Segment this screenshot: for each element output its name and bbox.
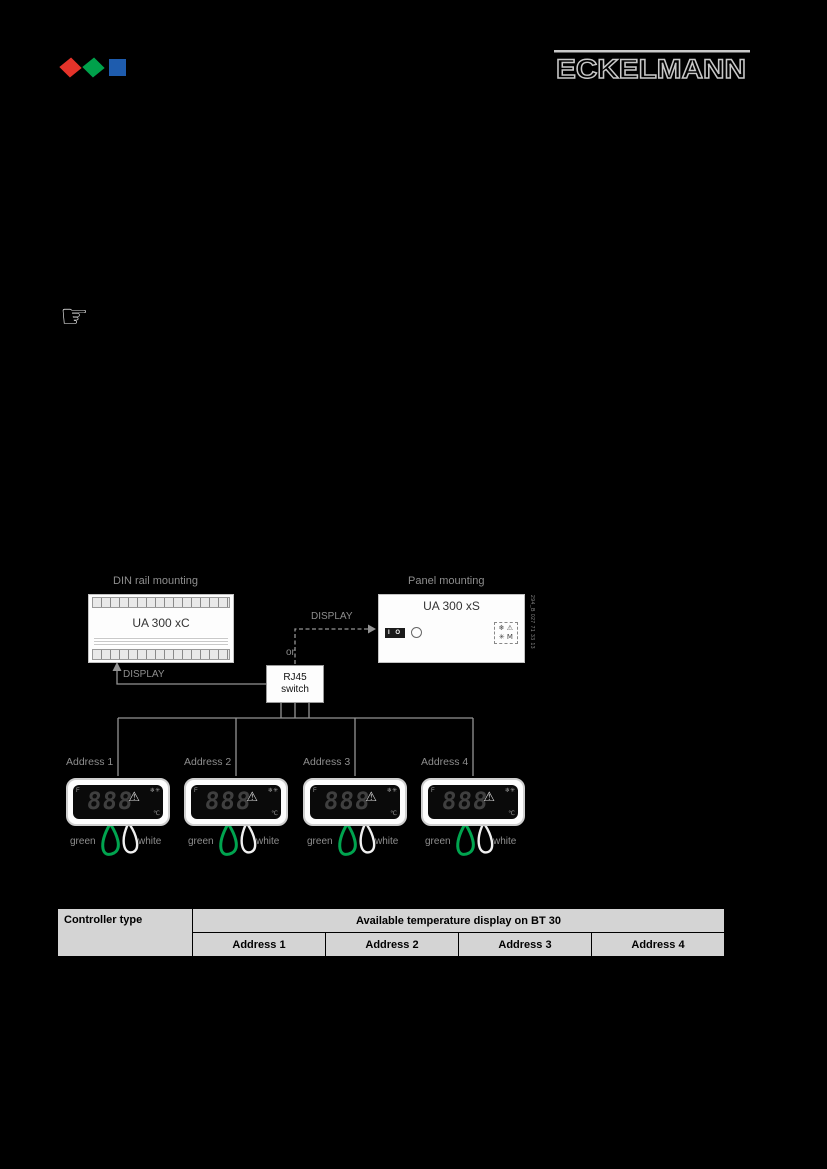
switch-drop-lines <box>280 703 310 718</box>
cable-pair-4 <box>456 822 494 856</box>
status-icon-group: ❄ ⚠ ✳ M <box>493 622 518 644</box>
logo-blue-square <box>109 59 126 76</box>
warning-triangle-icon: ⚠ <box>128 790 140 805</box>
display-label-left: DISPLAY <box>123 669 165 680</box>
status-icons-top: ❄✳ <box>149 787 160 794</box>
cable-label-white: white <box>256 836 280 847</box>
rj45-switch-line1: RJ45 <box>283 671 307 683</box>
cable-label-green: green <box>70 836 96 847</box>
bt30-availability-table: Controller type Available temperature di… <box>57 908 725 957</box>
vent-slats <box>94 637 228 647</box>
table-main-header: Available temperature display on BT 30 <box>192 908 725 933</box>
address-label-4: Address 4 <box>421 756 469 768</box>
cable-label-white: white <box>375 836 399 847</box>
panel-mounting-label: Panel mounting <box>408 575 485 587</box>
device-panel-label: UA 300 xS <box>423 599 480 613</box>
panel-status-icons-row1: ❄ ⚠ <box>498 624 513 632</box>
warning-triangle-icon: ⚠ <box>365 790 377 805</box>
ua300xc-device: UA 300 xC <box>88 594 234 663</box>
white-cable-loop <box>477 822 494 854</box>
logo-green-diamond <box>82 57 105 78</box>
display-label-right: DISPLAY <box>311 611 353 622</box>
status-icons-top: ❄✳ <box>386 787 397 794</box>
bt30-display-1: F 888 ⚠ ❄✳ ℃ <box>66 778 170 826</box>
unit-mark: F <box>431 788 435 794</box>
terminal-strip-top <box>92 597 230 608</box>
cable-label-white: white <box>493 836 517 847</box>
status-icons-bottom: ℃ <box>508 810 515 817</box>
warning-triangle-icon: ⚠ <box>483 790 495 805</box>
pointing-hand-icon: ☞ <box>60 297 89 335</box>
terminal-strip-bottom <box>92 649 230 660</box>
din-rail-mounting-label: DIN rail mounting <box>113 575 198 587</box>
sensor-knob-icon <box>411 627 423 639</box>
green-cable-loop <box>338 822 357 856</box>
unit-mark: F <box>194 788 198 794</box>
rj45-switch: RJ45 switch <box>266 665 324 703</box>
display-drop-lines <box>117 718 474 776</box>
figure-reference-code: 294_B 027 71 33 13 <box>529 595 535 650</box>
green-cable-loop <box>101 822 120 856</box>
bt30-screen: F 888 ⚠ ❄✳ ℃ <box>73 785 163 819</box>
power-switch-icon: I O <box>385 627 406 638</box>
bt30-display-4: F 888 ⚠ ❄✳ ℃ <box>421 778 525 826</box>
cable-label-white: white <box>138 836 162 847</box>
logo-top-bar <box>554 50 750 53</box>
status-icons-bottom: ℃ <box>390 810 397 817</box>
bt30-screen: F 888 ⚠ ❄✳ ℃ <box>310 785 400 819</box>
company-logo <box>57 55 135 83</box>
green-cable-loop <box>456 822 475 856</box>
cable-label-green: green <box>425 836 451 847</box>
cable-label-green: green <box>307 836 333 847</box>
bt30-display-3: F 888 ⚠ ❄✳ ℃ <box>303 778 407 826</box>
table-header-row-2: Address 1 Address 2 Address 3 Address 4 <box>58 932 725 957</box>
column-header-address-1: Address 1 <box>192 932 326 957</box>
white-cable-loop <box>359 822 376 854</box>
bt30-screen: F 888 ⚠ ❄✳ ℃ <box>428 785 518 819</box>
eckelmann-wordmark: ECKELMANN <box>554 50 750 85</box>
logo-red-diamond <box>59 57 82 78</box>
bt30-screen: F 888 ⚠ ❄✳ ℃ <box>191 785 281 819</box>
cable-pair-2 <box>219 822 257 856</box>
cable-pair-3 <box>338 822 376 856</box>
brand-text: ECKELMANN <box>556 54 746 84</box>
arrowhead-right-icon <box>368 624 376 634</box>
address-label-3: Address 3 <box>303 756 351 768</box>
white-cable-loop <box>240 822 257 854</box>
ua300xs-device: UA 300 xS I O ❄ ⚠ ✳ M <box>378 594 525 663</box>
arrowhead-up-icon <box>112 662 122 671</box>
eckelmann-logo-svg: ECKELMANN <box>554 50 750 85</box>
unit-mark: F <box>76 788 80 794</box>
unit-mark: F <box>313 788 317 794</box>
rj45-switch-line2: switch <box>281 684 309 695</box>
address-label-2: Address 2 <box>184 756 232 768</box>
status-icons-bottom: ℃ <box>153 810 160 817</box>
controller-type-header: Controller type <box>57 908 193 957</box>
column-header-address-4: Address 4 <box>591 932 725 957</box>
status-icons-bottom: ℃ <box>271 810 278 817</box>
warning-triangle-icon: ⚠ <box>246 790 258 805</box>
cable-pair-1 <box>101 822 139 856</box>
column-header-address-2: Address 2 <box>325 932 459 957</box>
address-label-1: Address 1 <box>66 756 114 768</box>
table-header-row-1: Controller type Available temperature di… <box>57 908 725 957</box>
column-header-address-3: Address 3 <box>458 932 592 957</box>
or-label: or <box>286 647 295 658</box>
status-icons-top: ❄✳ <box>267 787 278 794</box>
panel-status-icons-row2: ✳ M <box>498 632 513 641</box>
cable-label-green: green <box>188 836 214 847</box>
green-cable-loop <box>219 822 238 856</box>
device-din-label: UA 300 xC <box>132 615 190 630</box>
white-cable-loop <box>122 822 139 854</box>
display-wire-right-dashed <box>294 628 368 664</box>
status-icons-top: ❄✳ <box>504 787 515 794</box>
bt30-display-2: F 888 ⚠ ❄✳ ℃ <box>184 778 288 826</box>
